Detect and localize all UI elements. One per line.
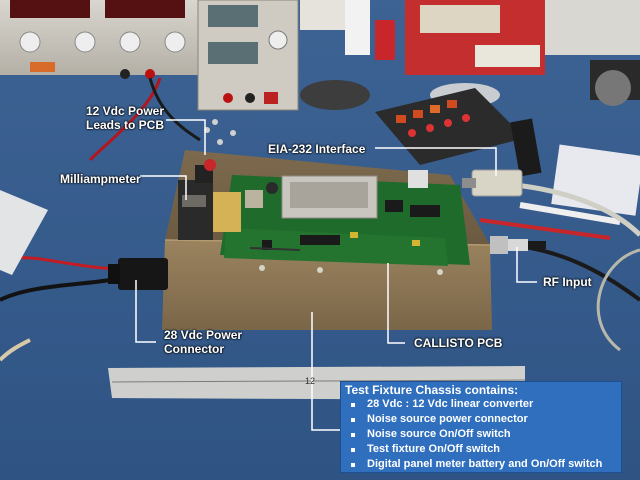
db9-connector (462, 169, 523, 197)
label-power-connector: 28 Vdc Power Connector (164, 328, 242, 356)
list-item: Noise source power connector (345, 412, 617, 427)
bullet-icon (351, 403, 355, 407)
ruler-marking: 12 (305, 376, 315, 386)
power-connector (108, 258, 168, 290)
list-item-text: Test fixture On/Off switch (367, 443, 501, 455)
info-box: Test Fixture Chassis contains: 28 Vdc : … (340, 381, 622, 473)
label-rf-input: RF Input (543, 275, 592, 289)
list-item: 28 Vdc : 12 Vdc linear converter (345, 397, 617, 412)
callisto-pcb (220, 170, 470, 266)
cable-left-tan (0, 338, 31, 362)
list-item: Noise source On/Off switch (345, 427, 617, 442)
probe-red (479, 218, 611, 240)
bench-power-supply (0, 0, 200, 79)
bullet-icon (351, 463, 355, 467)
white-board (0, 190, 48, 275)
label-eia232: EIA-232 Interface (268, 142, 366, 156)
cable-black (148, 77, 201, 142)
bullet-icon (351, 448, 355, 452)
milliampmeter-device (178, 159, 241, 240)
pointer-lines (135, 119, 537, 431)
bullet-icon (351, 418, 355, 422)
list-item: Digital panel meter battery and On/Off s… (345, 457, 617, 472)
bench-clutter (300, 0, 640, 110)
label-power-leads-line2: Leads to PCB (85, 118, 164, 132)
label-power-leads: 12 Vdc Power Leads to PCB (80, 104, 170, 132)
switch-box (375, 88, 525, 165)
pen (519, 202, 621, 225)
rf-connector (490, 236, 546, 254)
list-item: Test fixture On/Off switch (345, 442, 617, 457)
label-milliampmeter: Milliampmeter (60, 172, 141, 186)
list-item-text: 28 Vdc : 12 Vdc linear converter (367, 398, 534, 410)
label-power-connector-line1: 28 Vdc Power (164, 328, 243, 342)
list-item-text: Digital panel meter battery and On/Off s… (367, 458, 603, 470)
cable-left-black (0, 278, 111, 302)
label-callisto-pcb: CALLISTO PCB (414, 336, 503, 350)
cable-red (88, 77, 162, 162)
label-power-leads-line1: 12 Vdc Power (85, 104, 165, 118)
list-item-text: Noise source power connector (367, 413, 528, 425)
list-item-text: Noise source On/Off switch (367, 428, 511, 440)
info-box-title: Test Fixture Chassis contains: (345, 383, 519, 397)
info-box-list: 28 Vdc : 12 Vdc linear converter Noise s… (345, 397, 617, 472)
bullet-icon (351, 433, 355, 437)
battery (510, 118, 542, 177)
cable-serial (514, 182, 640, 237)
bench-meter (197, 0, 299, 111)
cable-gray (596, 248, 640, 352)
label-power-connector-line2: Connector (164, 342, 224, 356)
